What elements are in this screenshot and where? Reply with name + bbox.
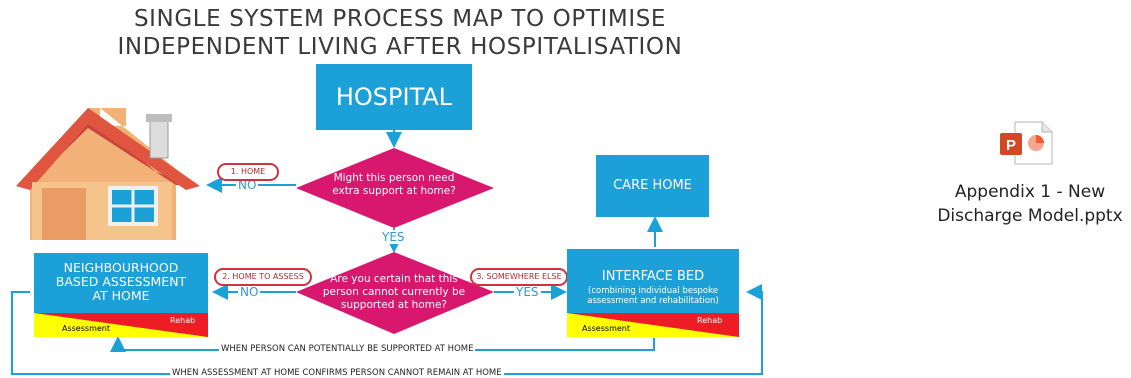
diagram-title-line-2: INDEPENDENT LIVING AFTER HOSPITALISATION — [117, 34, 683, 60]
no-label-assess: NO — [238, 285, 261, 299]
no-label-home: NO — [236, 178, 259, 192]
loop-label-outer: WHEN ASSESSMENT AT HOME CONFIRMS PERSON … — [170, 368, 504, 378]
powerpoint-icon[interactable]: P — [1000, 121, 1053, 165]
house-illustration — [16, 108, 200, 240]
nba-line-3: AT HOME — [92, 288, 150, 303]
decision-question-2: Are you certain that this person cannot … — [322, 273, 466, 311]
yes-label-down: YES — [380, 230, 407, 244]
svg-text:P: P — [1006, 137, 1016, 154]
decision-diamond-2 — [296, 252, 494, 334]
decision-question-1: Might this person need extra support at … — [332, 172, 456, 197]
neighbourhood-assessment-box: NEIGHBOURHOOD BASED ASSESSMENT AT HOME — [34, 253, 208, 313]
assessment-label-right: Assessment — [582, 324, 630, 333]
nba-line-2: BASED ASSESSMENT — [55, 274, 187, 289]
hospital-label: HOSPITAL — [335, 83, 453, 111]
rehab-label-right: Rehab — [697, 316, 723, 325]
attachment-filename-line-1: Appendix 1 - New — [954, 182, 1106, 202]
pill-somewhere-else: 3. SOMEWHERE ELSE — [470, 268, 568, 286]
decision-diamond-1 — [296, 148, 494, 228]
yes-label-right: YES — [514, 285, 541, 299]
rehab-label-left: Rehab — [170, 316, 196, 325]
diagram-title-line-1: SINGLE SYSTEM PROCESS MAP TO OPTIMISE — [133, 6, 667, 32]
hospital-box: HOSPITAL — [316, 64, 472, 130]
assessment-label-left: Assessment — [62, 324, 110, 333]
attachment-filename-line-2: Discharge Model.pptx — [937, 206, 1123, 226]
pill-home-to-assess: 2. HOME TO ASSESS — [214, 268, 312, 286]
interface-bed-box: INTERFACE BED (combining individual besp… — [567, 249, 739, 313]
interface-bed-title: INTERFACE BED — [601, 269, 705, 284]
nba-line-1: NEIGHBOURHOOD — [63, 260, 179, 275]
care-home-label: CARE HOME — [613, 178, 692, 193]
loop-label-inner: WHEN PERSON CAN POTENTIALLY BE SUPPORTED… — [219, 344, 476, 354]
interface-bed-subtitle: (combining individual bespoke assessment… — [587, 286, 719, 306]
care-home-box: CARE HOME — [596, 155, 709, 217]
attachment-filename[interactable]: Appendix 1 - New Discharge Model.pptx — [930, 180, 1130, 228]
pill-home: 1. HOME — [217, 163, 279, 181]
